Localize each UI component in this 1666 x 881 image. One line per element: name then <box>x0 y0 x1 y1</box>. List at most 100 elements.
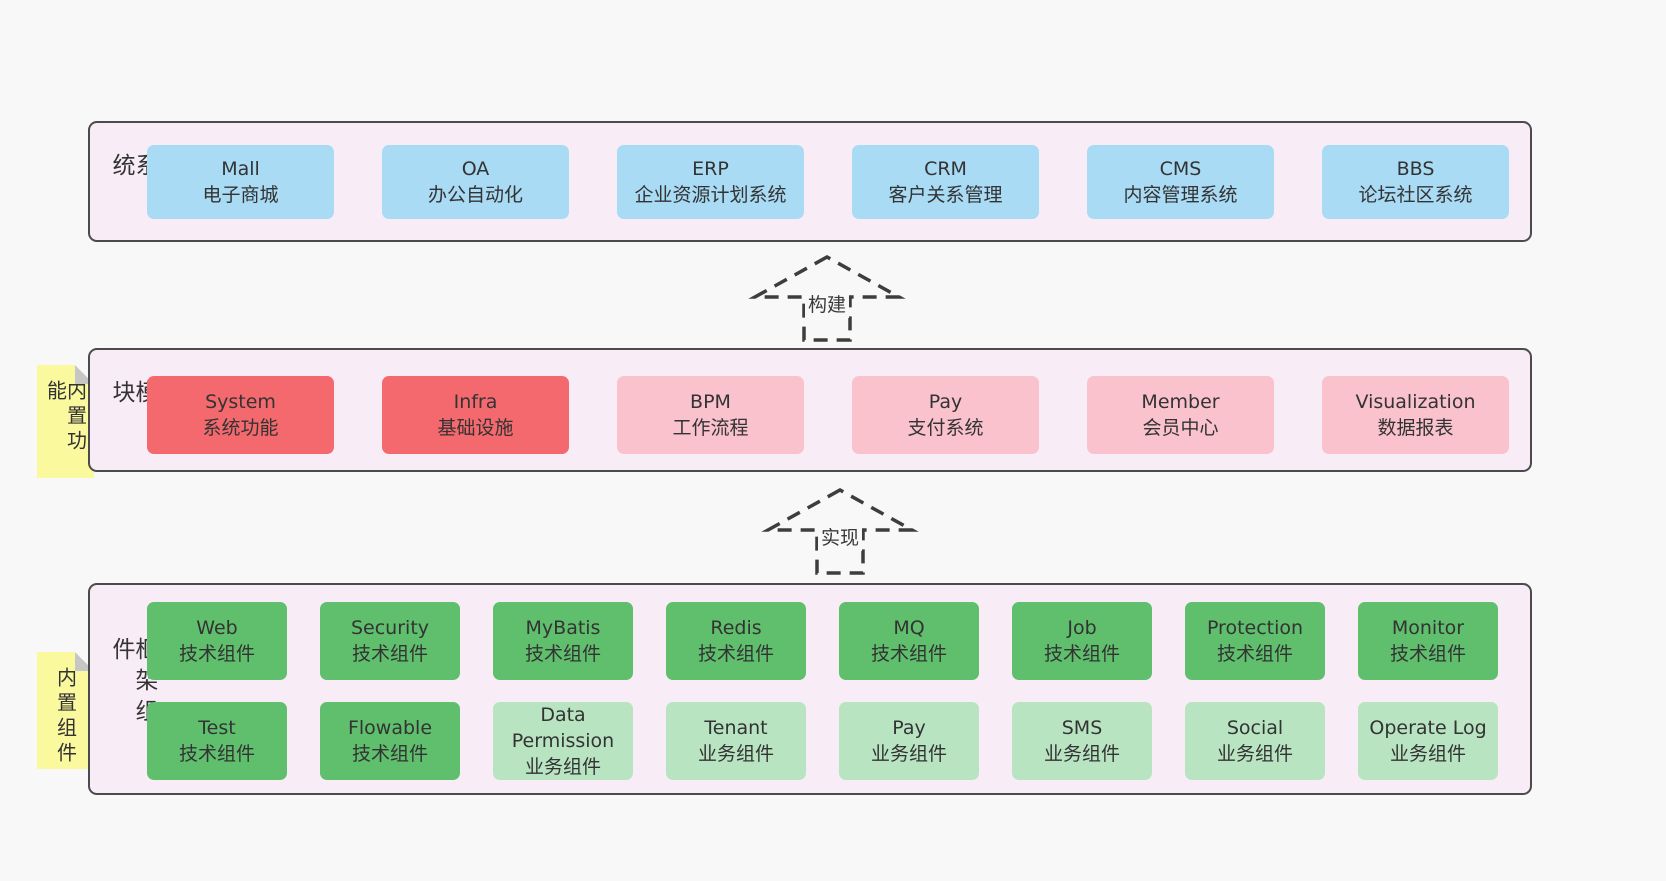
arrow-label: 构建 <box>804 289 850 318</box>
box-title: Data Permission <box>511 703 615 752</box>
box-subtitle: 业务组件 <box>1389 743 1466 765</box>
box-title: Pay <box>928 390 963 413</box>
sticky-tag-label: 内置组件 <box>53 667 78 767</box>
box-subtitle: 技术组件 <box>351 743 428 765</box>
box-subtitle: 业务组件 <box>1216 743 1293 765</box>
box-mq: MQ 技术组件 <box>839 602 979 680</box>
box-mybatis: MyBatis 技术组件 <box>493 602 633 680</box>
box-subtitle: 技术组件 <box>1043 643 1120 665</box>
dashed-up-arrow-icon <box>761 487 919 575</box>
box-subtitle: 论坛社区系统 <box>1358 184 1473 206</box>
layer-framework-components: 框架组件 Web 技术组件 Security 技术组件 MyBatis 技术组件… <box>88 583 1532 795</box>
framework-components-row-2: Test 技术组件 Flowable 技术组件 Data Permission … <box>147 702 1498 780</box>
box-title: MQ <box>893 616 925 639</box>
box-test: Test 技术组件 <box>147 702 287 780</box>
box-oa: OA 办公自动化 <box>382 145 569 219</box>
box-pay-component: Pay 业务组件 <box>839 702 979 780</box>
box-cms: CMS 内容管理系统 <box>1087 145 1274 219</box>
box-subtitle: 系统功能 <box>202 417 279 439</box>
box-subtitle: 技术组件 <box>178 743 255 765</box>
box-title: Job <box>1067 616 1097 639</box>
box-bpm: BPM 工作流程 <box>617 376 804 454</box>
box-subtitle: 办公自动化 <box>427 184 523 206</box>
box-title: Pay <box>892 716 926 739</box>
box-protection: Protection 技术组件 <box>1185 602 1325 680</box>
box-title: Social <box>1226 716 1284 739</box>
box-data-permission: Data Permission 业务组件 <box>493 702 633 780</box>
business-systems-row: Mall 电子商城 OA 办公自动化 ERP 企业资源计划系统 CRM 客户关系… <box>147 145 1509 219</box>
box-title: Monitor <box>1391 616 1465 639</box>
box-subtitle: 技术组件 <box>524 643 601 665</box>
box-subtitle: 技术组件 <box>1216 643 1293 665</box>
box-pay: Pay 支付系统 <box>852 376 1039 454</box>
box-title: Protection <box>1206 616 1304 639</box>
layer-business-systems: 业务系统 Mall 电子商城 OA 办公自动化 ERP 企业资源计划系统 CRM… <box>88 121 1532 242</box>
box-title: CRM <box>924 157 967 180</box>
common-modules-row: System 系统功能 Infra 基础设施 BPM 工作流程 Pay 支付系统… <box>147 376 1509 454</box>
box-title: ERP <box>692 157 729 180</box>
box-subtitle: 内容管理系统 <box>1123 184 1238 206</box>
box-title: MyBatis <box>525 616 601 639</box>
layer-common-modules: 通用模块 System 系统功能 Infra 基础设施 BPM 工作流程 Pay… <box>88 348 1532 472</box>
box-subtitle: 技术组件 <box>870 643 947 665</box>
box-member: Member 会员中心 <box>1087 376 1274 454</box>
box-title: Infra <box>453 390 498 413</box>
box-subtitle: 会员中心 <box>1142 417 1219 439</box>
arrow-label: 实现 <box>817 522 863 551</box>
box-title: System <box>205 390 276 413</box>
box-bbs: BBS 论坛社区系统 <box>1322 145 1509 219</box>
box-title: SMS <box>1061 716 1103 739</box>
box-title: BPM <box>690 390 731 413</box>
dashed-up-arrow-icon <box>748 254 906 342</box>
box-title: Flowable <box>347 716 433 739</box>
box-visualization: Visualization 数据报表 <box>1322 376 1509 454</box>
arrow-up-build: 构建 <box>747 253 907 343</box>
box-title: Member <box>1141 390 1220 413</box>
box-title: Operate Log <box>1369 716 1487 739</box>
box-subtitle: 技术组件 <box>351 643 428 665</box>
box-title: Mall <box>221 157 260 180</box>
box-title: CMS <box>1159 157 1202 180</box>
box-title: Visualization <box>1355 390 1476 413</box>
box-monitor: Monitor 技术组件 <box>1358 602 1498 680</box>
box-subtitle: 业务组件 <box>870 743 947 765</box>
box-subtitle: 客户关系管理 <box>888 184 1003 206</box>
box-title: Security <box>350 616 430 639</box>
box-subtitle: 支付系统 <box>907 417 984 439</box>
box-redis: Redis 技术组件 <box>666 602 806 680</box>
box-title: OA <box>461 157 490 180</box>
box-title: BBS <box>1396 157 1435 180</box>
box-subtitle: 业务组件 <box>524 756 601 779</box>
box-security: Security 技术组件 <box>320 602 460 680</box>
box-title: Tenant <box>704 716 768 739</box>
box-subtitle: 技术组件 <box>178 643 255 665</box>
box-erp: ERP 企业资源计划系统 <box>617 145 804 219</box>
box-job: Job 技术组件 <box>1012 602 1152 680</box>
box-mall: Mall 电子商城 <box>147 145 334 219</box>
box-subtitle: 企业资源计划系统 <box>634 184 787 206</box>
box-subtitle: 工作流程 <box>672 417 749 439</box>
box-web: Web 技术组件 <box>147 602 287 680</box>
box-flowable: Flowable 技术组件 <box>320 702 460 780</box>
box-social: Social 业务组件 <box>1185 702 1325 780</box>
box-title: Web <box>196 616 238 639</box>
box-tenant: Tenant 业务组件 <box>666 702 806 780</box>
box-subtitle: 业务组件 <box>1043 743 1120 765</box>
box-title: Redis <box>710 616 762 639</box>
arrow-up-implement: 实现 <box>760 486 920 576</box>
box-subtitle: 基础设施 <box>437 417 514 439</box>
box-sms: SMS 业务组件 <box>1012 702 1152 780</box>
box-operate-log: Operate Log 业务组件 <box>1358 702 1498 780</box>
box-subtitle: 电子商城 <box>202 184 279 206</box>
box-crm: CRM 客户关系管理 <box>852 145 1039 219</box>
sticky-tag-label: 内置功能 <box>43 380 88 455</box>
box-title: Test <box>198 716 236 739</box>
box-system: System 系统功能 <box>147 376 334 454</box>
box-subtitle: 技术组件 <box>1389 643 1466 665</box>
sticky-tag-built-in-components: 内置组件 <box>37 652 94 769</box>
box-subtitle: 业务组件 <box>697 743 774 765</box>
box-infra: Infra 基础设施 <box>382 376 569 454</box>
sticky-tag-built-in-features: 内置功能 <box>37 365 94 478</box>
box-subtitle: 数据报表 <box>1377 417 1454 439</box>
